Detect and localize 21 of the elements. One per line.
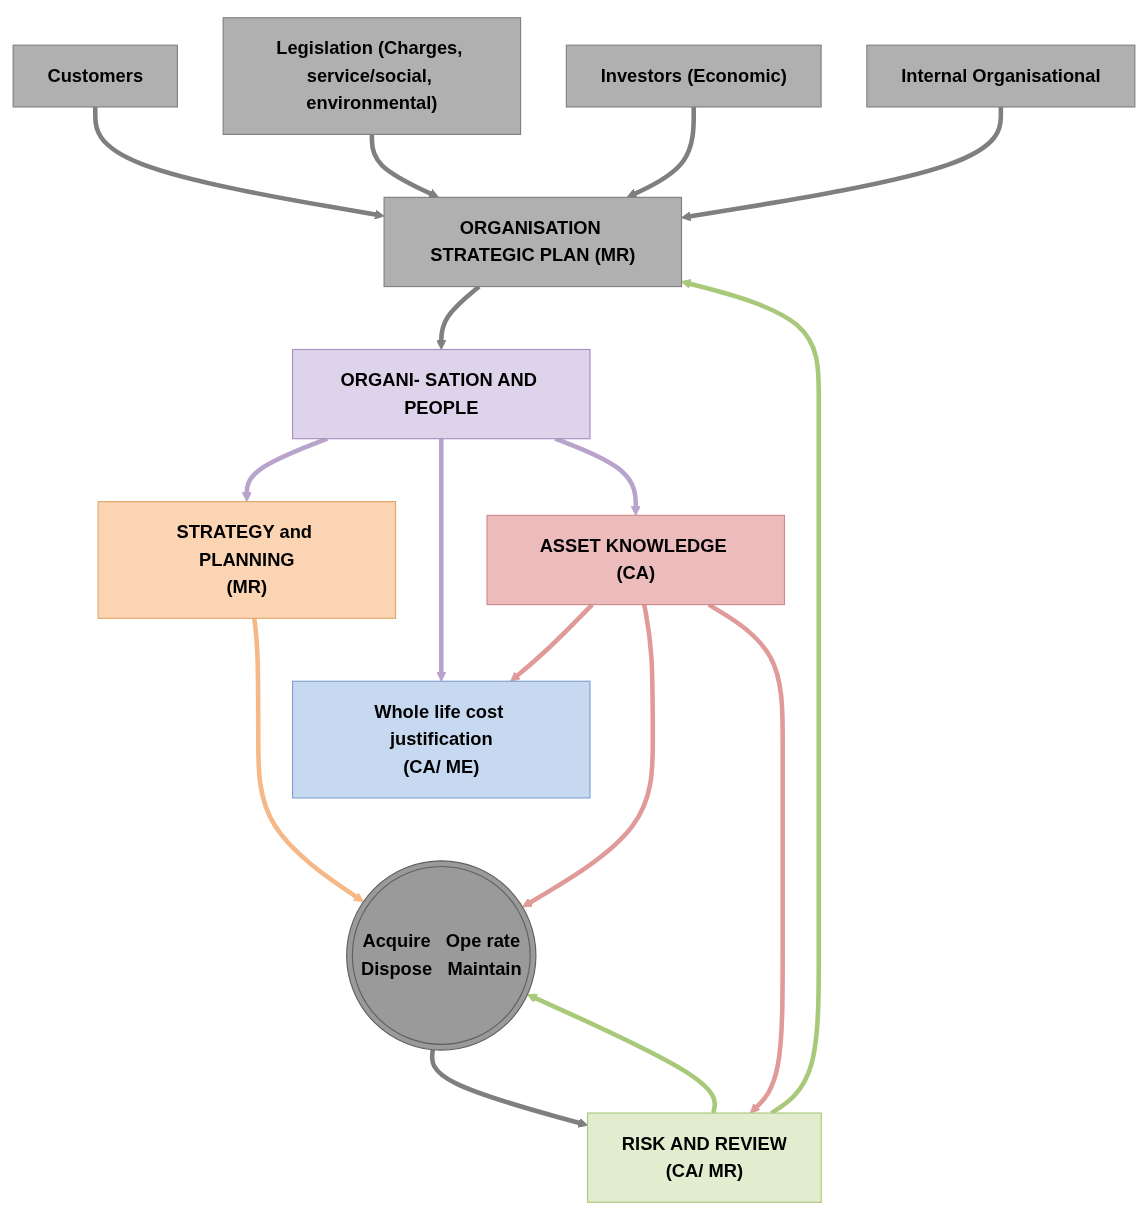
arrow (527, 993, 718, 1114)
node-circle: Acquire Ope rate Dispose Maintain (346, 860, 537, 1051)
arrow (626, 106, 696, 198)
node-box: ORGANISATION STRATEGIC PLAN (MR) (383, 196, 683, 288)
node-box: ASSET KNOWLEDGE (CA) (486, 514, 786, 606)
arrow (429, 1049, 588, 1128)
node-box: Internal Organisational (866, 44, 1136, 108)
node-box: STRATEGY and PLANNING (MR) (97, 501, 397, 619)
arrow (681, 106, 1004, 222)
arrow (436, 438, 447, 682)
node-box: Customers (12, 44, 178, 108)
node-box: Whole life cost justification (CA/ ME) (292, 680, 591, 799)
node-box: Investors (Economic) (565, 44, 822, 108)
arrow (681, 279, 822, 1115)
node-box: Legislation (Charges, service/social, environmental) (222, 17, 522, 135)
arrow (251, 618, 364, 903)
node-box: ORGANI- SATION AND PEOPLE (292, 348, 591, 440)
arrow (369, 134, 439, 198)
node-box: RISK AND REVIEW (CA/ MR) (586, 1112, 822, 1203)
arrow (522, 604, 656, 908)
arrow (92, 106, 385, 220)
